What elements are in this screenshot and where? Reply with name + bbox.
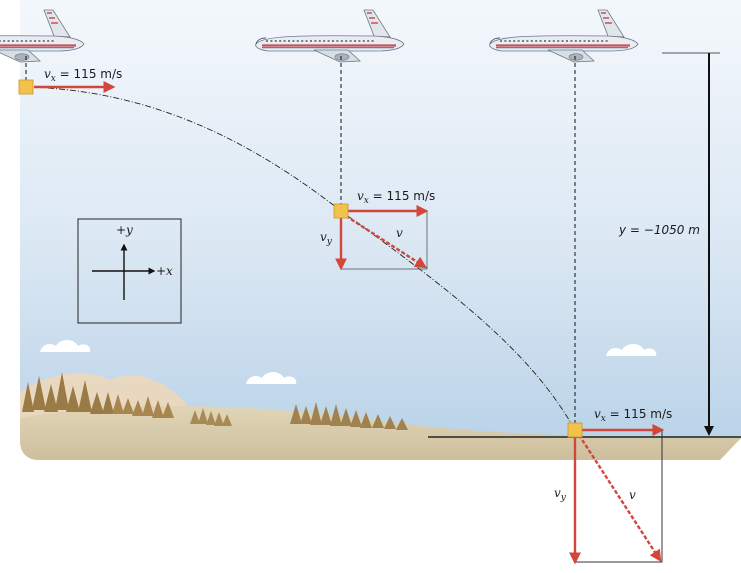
sky-background — [20, 0, 741, 460]
vx-label: vx = 115 m/s — [357, 189, 435, 206]
package-icon — [18, 79, 34, 95]
tree-cluster-icon — [190, 408, 232, 426]
plus-x-label: +x — [156, 264, 173, 278]
tree-cluster-icon — [290, 402, 408, 430]
vx-label: vx = 115 m/s — [44, 67, 122, 84]
vy-label: vy — [554, 486, 567, 503]
v-arrow — [577, 434, 662, 563]
tree-cluster-icon — [22, 372, 174, 418]
v-label: v — [396, 226, 403, 240]
package-icon — [333, 203, 349, 219]
v-arrow — [345, 214, 428, 269]
axes-legend: +y +x — [77, 218, 182, 324]
package-icon — [567, 422, 583, 438]
vx-label: vx = 115 m/s — [594, 407, 672, 424]
v-label: v — [629, 488, 636, 502]
plus-y-label: +y — [116, 223, 133, 237]
vy-label: vy — [320, 230, 333, 247]
height-label: y = −1050 m — [618, 223, 700, 237]
